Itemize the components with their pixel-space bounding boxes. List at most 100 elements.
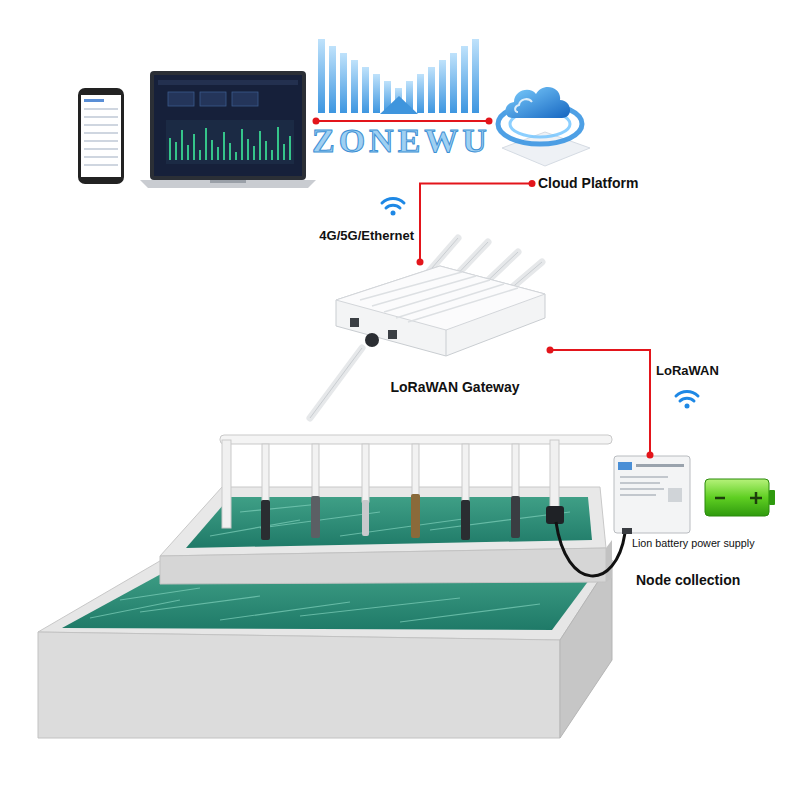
logo-bars	[417, 74, 424, 113]
collector-box	[620, 488, 664, 490]
collector-box	[618, 462, 632, 470]
phone-icon	[84, 148, 118, 150]
logo-bars	[351, 60, 358, 113]
laptop-icon	[140, 71, 316, 188]
node-caption: Node collection	[636, 572, 740, 589]
phone-icon	[84, 108, 118, 110]
gateway-device	[446, 330, 447, 356]
connector-label: LoRaWAN	[656, 363, 719, 379]
battery-icon	[755, 492, 758, 504]
wifi-icon	[386, 205, 400, 208]
sensor-rack	[511, 496, 520, 538]
wifi-icon	[676, 392, 698, 396]
sensor-rack	[312, 444, 319, 500]
logo-bars	[329, 46, 336, 113]
sensor-rack	[411, 494, 420, 538]
logo-bars	[340, 53, 347, 113]
battery-icon	[705, 479, 769, 516]
collector-box	[620, 494, 656, 496]
battery-icon	[769, 490, 775, 505]
gateway-device	[310, 238, 545, 418]
collector-node: Lion battery power supply	[612, 455, 786, 557]
sensor-rack	[311, 496, 320, 538]
laptop-icon	[140, 180, 316, 188]
sensor-rack	[462, 444, 469, 504]
gateway-node: LoRaWAN Gateway	[360, 262, 550, 402]
sensor-rack	[220, 435, 612, 540]
gateway-device	[388, 330, 397, 339]
wifi-icon	[391, 211, 396, 216]
phone-icon	[78, 88, 124, 184]
sensor-rack	[550, 440, 559, 512]
wifi-icon	[382, 199, 404, 216]
water-tank	[186, 497, 592, 548]
laptop-icon	[200, 92, 226, 106]
logo-bars	[362, 67, 369, 113]
connector-line	[550, 350, 650, 455]
laptop-icon	[150, 71, 306, 180]
phone-icon	[78, 88, 124, 184]
gateway-device	[336, 266, 545, 356]
laptop-icon	[166, 120, 294, 164]
wifi-icon	[676, 392, 698, 409]
collector-box	[622, 528, 632, 534]
logo-bars	[439, 60, 446, 113]
phone-icon	[84, 116, 118, 118]
logo-bars	[318, 39, 325, 113]
laptop-icon	[170, 127, 290, 160]
wifi-icon	[382, 199, 404, 203]
logo-bars	[428, 67, 435, 113]
battery-icon	[715, 497, 725, 500]
sensor-rack	[412, 444, 419, 498]
laptop-icon	[210, 180, 246, 183]
logo-bars	[373, 74, 380, 113]
water-tank	[38, 487, 612, 738]
collector-box	[636, 464, 684, 467]
gateway-device	[350, 318, 359, 327]
water-tank	[560, 560, 612, 738]
node-title: Lion battery power supply	[632, 537, 786, 550]
sensor-rack	[262, 444, 269, 504]
sensor-rack	[546, 506, 564, 524]
gateway-device	[310, 348, 362, 418]
gateway-device	[365, 333, 379, 347]
gateway-device	[360, 272, 518, 322]
sensor-rack	[261, 500, 270, 540]
logo-bars	[318, 39, 479, 114]
brand-watermark: ZONEWU	[312, 124, 491, 158]
phone-icon	[81, 95, 121, 177]
connector-dot	[417, 259, 424, 266]
node-title: Cloud Platform	[538, 175, 638, 192]
wifi-icon	[680, 398, 694, 401]
collector-box	[620, 476, 668, 478]
water-tank	[38, 632, 560, 738]
water-tank	[90, 588, 540, 622]
phone-icon	[84, 156, 118, 158]
sensor-rack	[512, 444, 519, 500]
node-title: LoRaWAN Gateway	[390, 379, 519, 396]
sensor-rack	[461, 500, 470, 540]
connector-dot	[529, 180, 536, 187]
phone-icon	[84, 140, 118, 142]
water-tank	[606, 540, 612, 582]
sensor-rack	[362, 500, 369, 536]
connector-line	[420, 183, 532, 262]
gateway-device	[336, 266, 545, 330]
logo-bars	[461, 46, 468, 113]
cloud-icon	[515, 99, 532, 112]
laptop-icon	[158, 80, 298, 85]
phone-icon	[84, 124, 118, 126]
phone-icon	[84, 132, 118, 134]
connector-dot	[547, 347, 554, 354]
laptop-icon	[154, 75, 302, 176]
wifi-icon	[685, 404, 690, 409]
collector-box	[614, 456, 690, 534]
battery-icon	[705, 479, 775, 516]
phone-icon	[84, 164, 118, 166]
logo-bars	[380, 96, 418, 114]
laptop-icon	[232, 92, 258, 106]
water-tank	[160, 548, 606, 584]
collector-box	[614, 456, 690, 533]
collector-box	[668, 488, 682, 502]
